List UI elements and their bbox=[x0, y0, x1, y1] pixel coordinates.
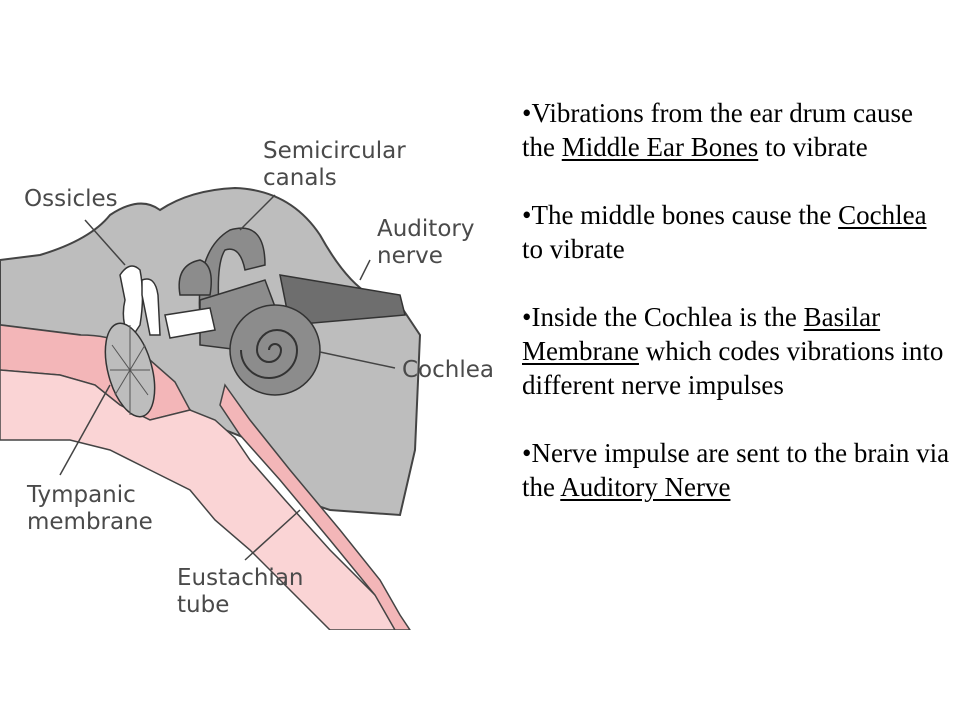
bullet-item: •Nerve impulse are sent to the brain via… bbox=[522, 436, 952, 504]
bullet-term: Cochlea bbox=[838, 200, 927, 230]
bullet-text: Vibrations from the ear drum cause the bbox=[522, 98, 913, 162]
label-tympanic-membrane: Tympanic membrane bbox=[27, 482, 153, 536]
label-tympanic-line1: Tympanic bbox=[27, 482, 136, 508]
bullet-marker: • bbox=[522, 438, 532, 468]
bullet-marker: • bbox=[522, 200, 532, 230]
label-semicircular-line1: Semicircular bbox=[263, 138, 406, 164]
bullet-term: Middle Ear Bones bbox=[561, 132, 759, 162]
bullet-term: Auditory Nerve bbox=[560, 472, 731, 502]
cochlea-spiral bbox=[240, 329, 299, 379]
leader-eustachian bbox=[244, 509, 301, 561]
leader-ossicles bbox=[84, 219, 126, 266]
label-eustachian-tube: Eustachian tube bbox=[177, 565, 304, 619]
bullet-marker: • bbox=[522, 302, 532, 332]
leader-auditory bbox=[359, 259, 371, 281]
bullet-text: to vibrate bbox=[758, 132, 868, 162]
ossicle-malleus bbox=[119, 265, 144, 342]
bullet-text: The middle bones cause the bbox=[531, 200, 839, 230]
label-semicircular-canals: Semicircular canals bbox=[263, 138, 406, 192]
semicircular-canal-2 bbox=[178, 259, 212, 296]
label-tympanic-line2: membrane bbox=[27, 509, 153, 535]
label-auditory-line1: Auditory bbox=[377, 216, 475, 242]
tympanic-membrane-lines bbox=[110, 325, 150, 415]
ossicle-stapes bbox=[164, 307, 216, 339]
label-semicircular-line2: canals bbox=[263, 165, 337, 191]
ossicle-incus bbox=[141, 278, 161, 336]
bullet-item: •Vibrations from the ear drum cause the … bbox=[522, 96, 952, 164]
label-eustachian-line1: Eustachian bbox=[177, 565, 304, 591]
eustachian-tube bbox=[219, 383, 411, 630]
label-cochlea: Cochlea bbox=[402, 357, 494, 383]
bullet-list: •Vibrations from the ear drum cause the … bbox=[522, 96, 952, 538]
bullet-marker: • bbox=[522, 98, 532, 128]
label-auditory-nerve: Auditory nerve bbox=[377, 216, 474, 270]
leader-cochlea bbox=[319, 351, 396, 369]
ear-anatomy-diagram bbox=[0, 186, 422, 630]
bullet-text: which codes vibrations into different ne… bbox=[522, 336, 944, 400]
cochlea-shape bbox=[229, 304, 321, 396]
bullet-term: Basilar Membrane bbox=[522, 302, 881, 366]
temporal-bone bbox=[0, 186, 422, 517]
leader-semicircular bbox=[239, 194, 276, 231]
label-ossicles: Ossicles bbox=[24, 186, 118, 212]
bullet-text: to vibrate bbox=[522, 234, 625, 264]
label-eustachian-line2: tube bbox=[177, 592, 230, 618]
bullet-item: •Inside the Cochlea is the Basilar Membr… bbox=[522, 300, 952, 402]
bullet-text: Nerve impulse are sent to the brain via … bbox=[522, 438, 950, 502]
label-auditory-line2: nerve bbox=[377, 243, 443, 269]
bullet-item: •The middle bones cause the Cochlea to v… bbox=[522, 198, 952, 266]
leader-tympanic bbox=[59, 384, 111, 476]
bullet-text: Inside the Cochlea is the bbox=[531, 302, 804, 332]
